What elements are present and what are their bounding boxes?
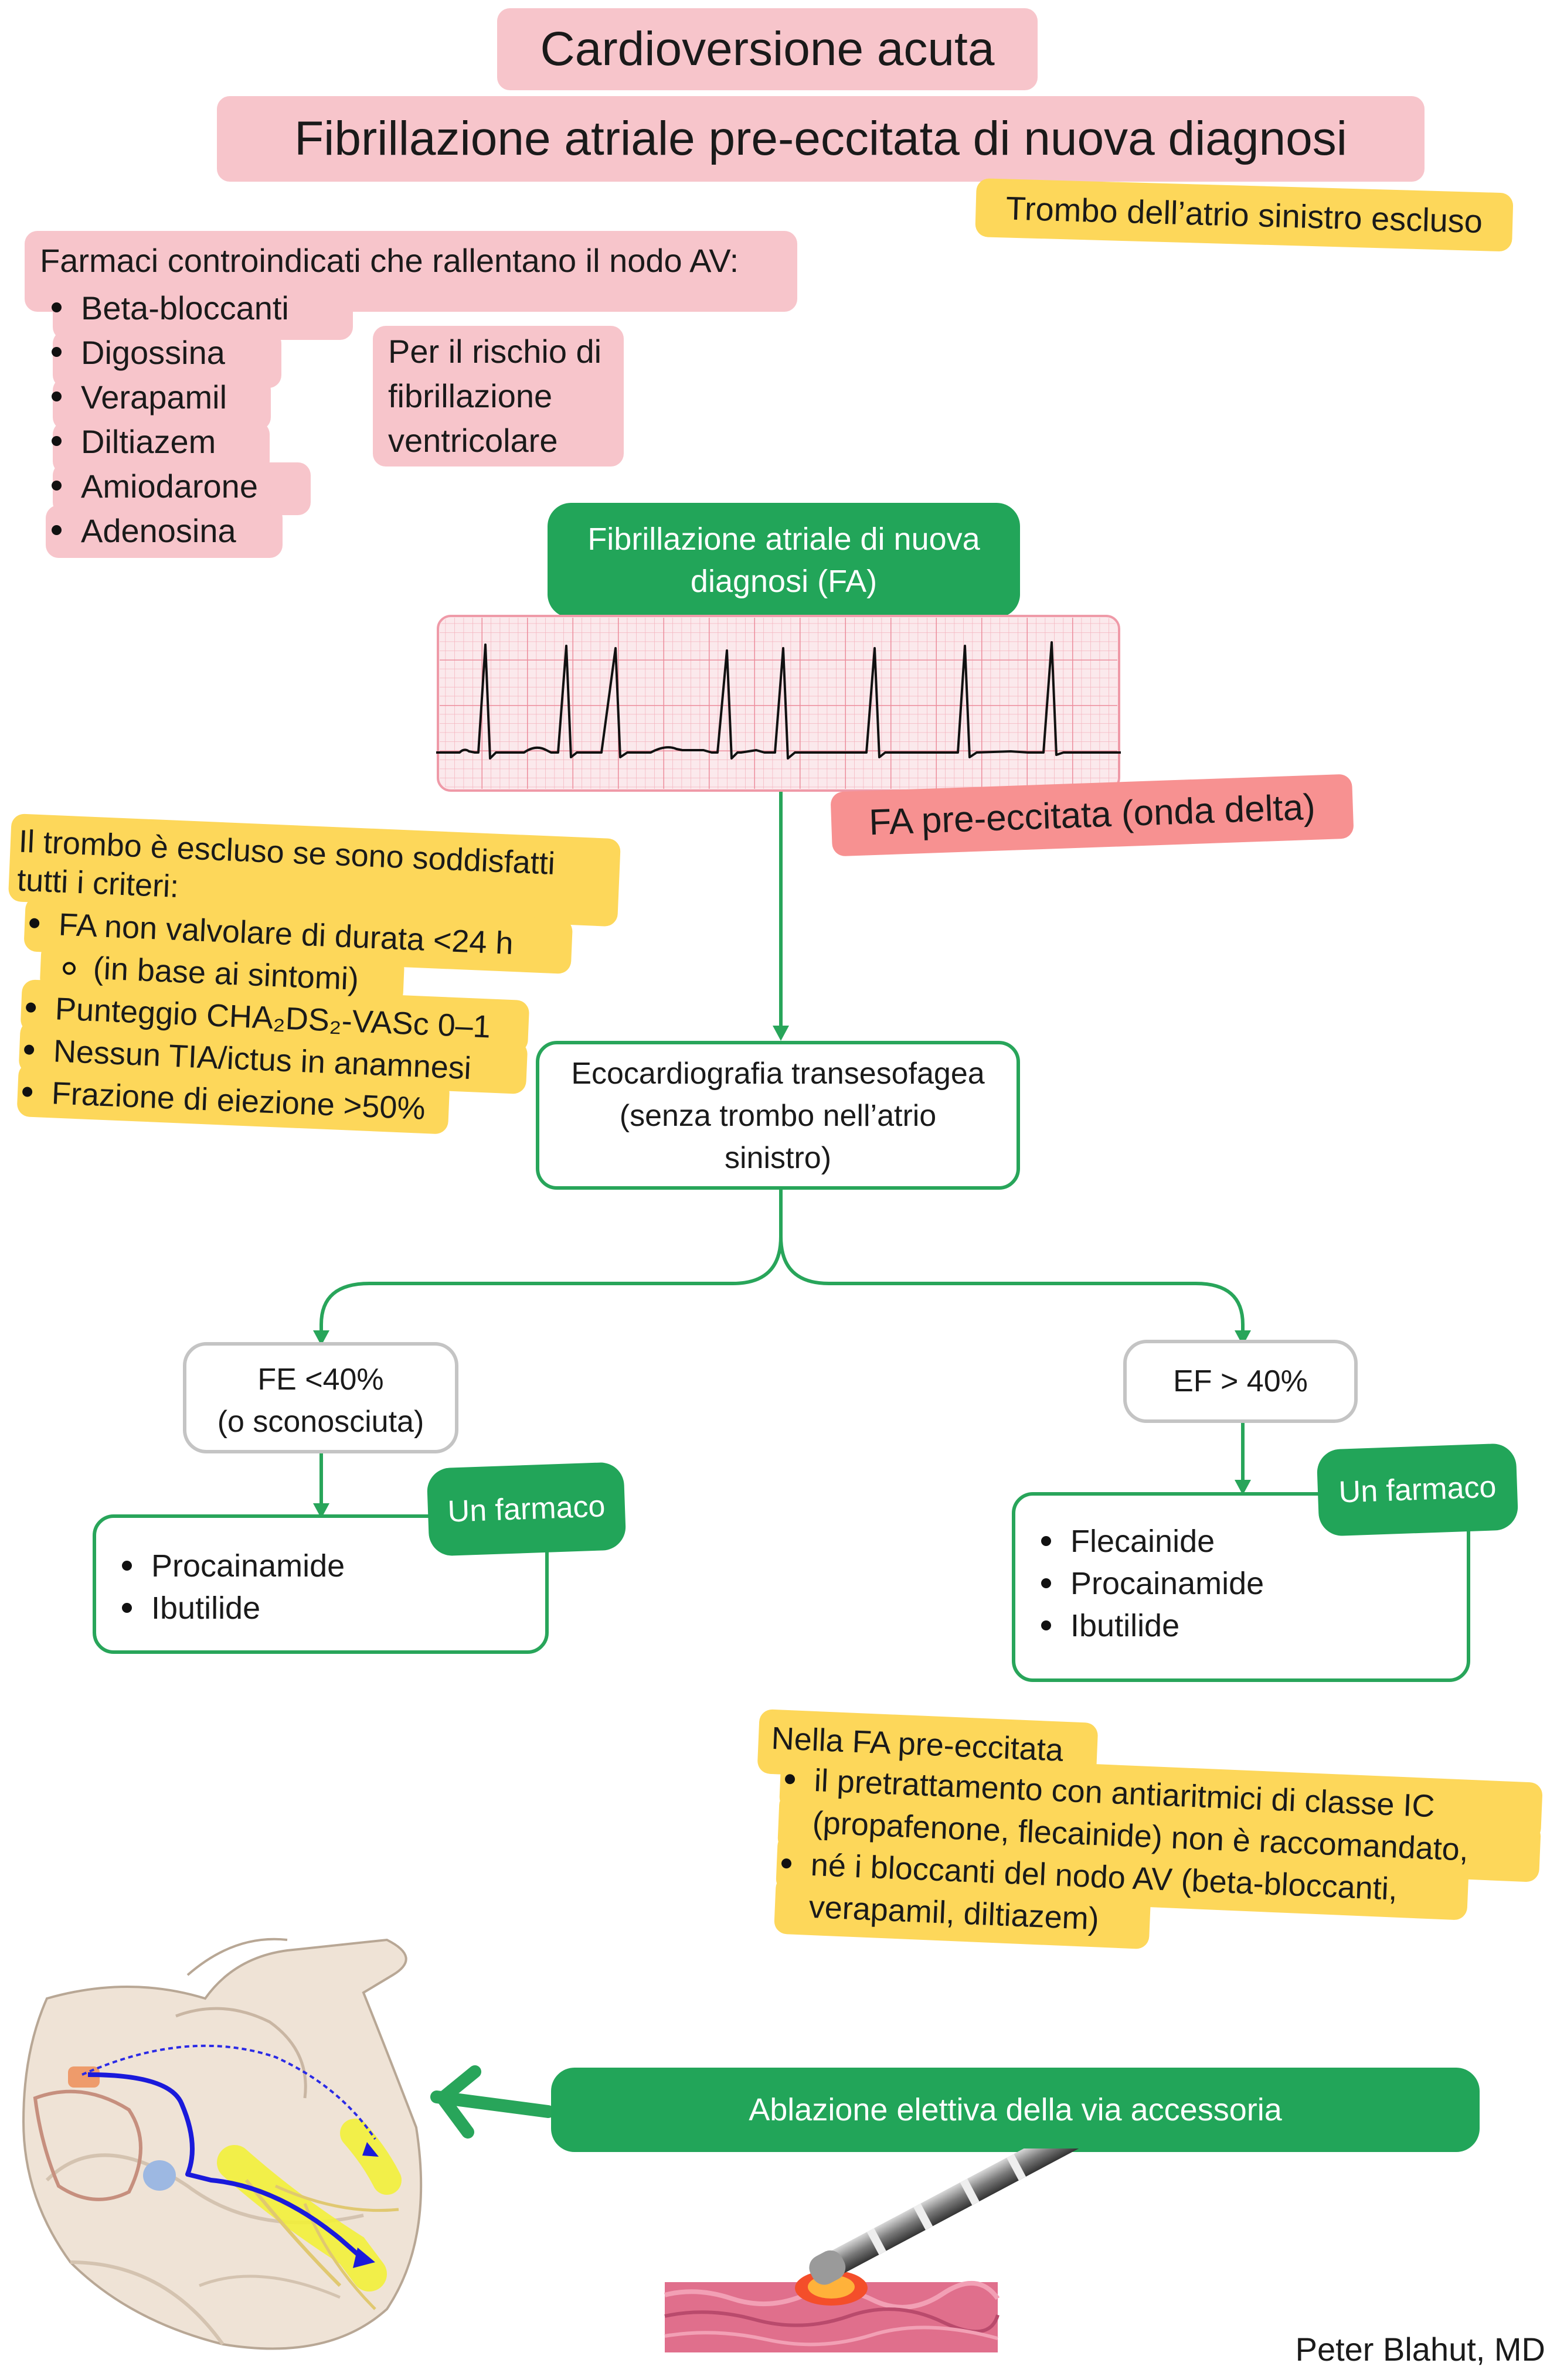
title-line2: Fibrillazione atriale pre-eccitata di nu…: [217, 96, 1425, 182]
left-drug-item: Procainamide: [117, 1545, 345, 1587]
ef-above-40-box: EF > 40%: [1123, 1340, 1358, 1423]
right-drug-item: Ibutilide: [1036, 1605, 1264, 1647]
author-credit: Peter Blahut, MD: [1295, 2331, 1545, 2368]
ablation-box: Ablazione elettiva della via accessoria: [551, 2068, 1480, 2152]
drug-item: Amiodarone: [47, 464, 289, 509]
vf-risk-note: Per il rischio di fibrillazione ventrico…: [373, 326, 624, 467]
arrow-to-heart: [430, 2065, 555, 2139]
drug-item: Verapamil: [47, 375, 289, 420]
ecg-trace: [436, 641, 1121, 760]
drug-item: Adenosina: [47, 509, 289, 553]
contraindicated-heading: Farmaci controindicati che rallentano il…: [40, 242, 739, 279]
right-one-drug-tag: Un farmaco: [1316, 1443, 1519, 1537]
contraindicated-drugs-card: Farmaci controindicati che rallentano il…: [25, 231, 798, 559]
drug-item: Diltiazem: [47, 420, 289, 464]
title-line1: Cardioversione acuta: [497, 8, 1038, 90]
right-drug-list: Flecainide Procainamide Ibutilide: [1036, 1520, 1264, 1647]
left-drug-list: Procainamide Ibutilide: [117, 1545, 345, 1629]
preexcited-note-card: Nella FA pre-eccitata il pretrattamento …: [749, 1709, 1556, 2006]
preexcited-note-list: il pretrattamento con antiaritmici di cl…: [774, 1758, 1471, 1956]
contraindicated-list: Beta-bloccanti Digossina Verapamil Dilti…: [47, 286, 289, 553]
ef-below-40-box: FE <40% (o sconosciuta): [183, 1342, 458, 1453]
drug-item: Beta-bloccanti: [47, 286, 289, 331]
ecg-strip: [436, 615, 1121, 792]
af-new-diagnosis-box: Fibrillazione atriale di nuova diagnosi …: [548, 503, 1020, 618]
left-drug-item: Ibutilide: [117, 1587, 345, 1629]
drug-item: Digossina: [47, 331, 289, 375]
criteria-list: FA non valvolare di durata <24 h (in bas…: [17, 902, 514, 1133]
tee-box: Ecocardiografia transesofagea (senza tro…: [536, 1041, 1020, 1190]
heart-conduction-illustration: [22, 1938, 423, 2350]
right-drug-item: Procainamide: [1036, 1562, 1264, 1605]
right-drug-item: Flecainide: [1036, 1520, 1264, 1562]
left-one-drug-tag: Un farmaco: [426, 1462, 627, 1557]
ablation-catheter-illustration: [664, 2149, 1108, 2352]
